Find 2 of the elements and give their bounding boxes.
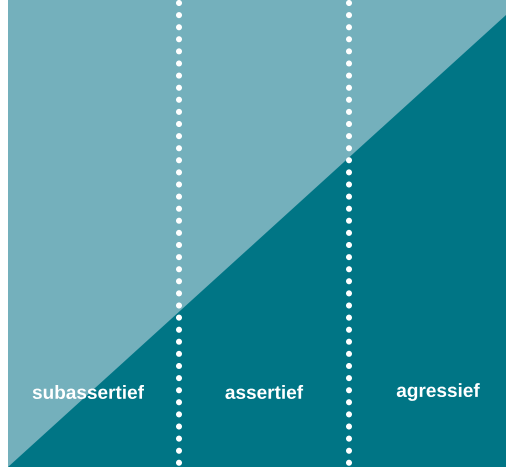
- zone-label: agressief: [396, 383, 480, 401]
- zone-label: assertief: [225, 385, 304, 399]
